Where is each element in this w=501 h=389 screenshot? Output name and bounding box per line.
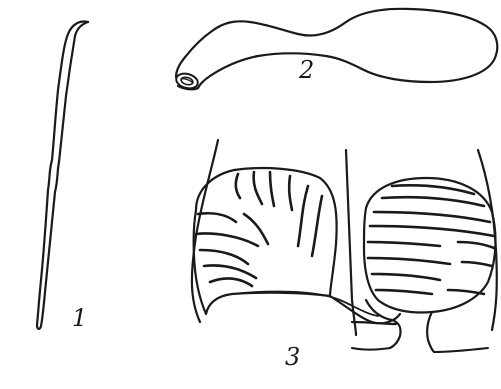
item-1-drawing [37,22,88,329]
item-3-drawing [192,140,497,352]
label-item-3: 3 [285,345,300,369]
label-item-2: 2 [299,58,314,82]
item-2-drawing [175,9,498,91]
label-item-1: 1 [72,306,87,330]
